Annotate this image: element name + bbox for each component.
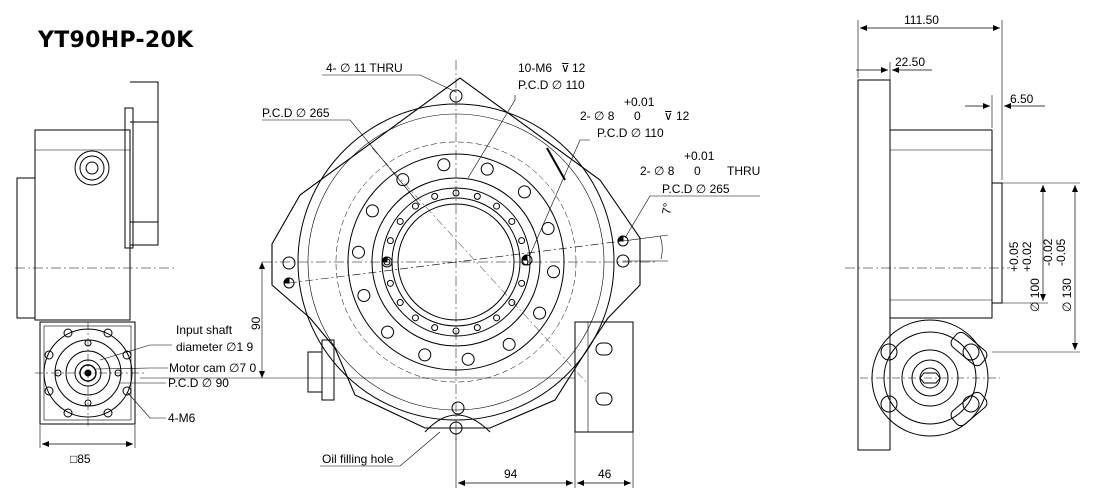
- label-pcd-265-right: P.C.D ∅ 265: [662, 182, 730, 196]
- inner-m6-hole: [473, 192, 481, 200]
- label-angle: 7°: [659, 202, 675, 216]
- label-dia-100: ∅ 100: [1028, 278, 1042, 312]
- label-pcd-110-a: P.C.D ∅ 110: [518, 78, 585, 92]
- label-pcd-90: P.C.D ∅ 90: [168, 376, 229, 390]
- label-pcd-110-b: P.C.D ∅ 110: [597, 126, 664, 140]
- label-tol-zero-a: 0: [634, 109, 641, 123]
- inner-m6-hole: [518, 279, 526, 287]
- motor-labels: Input shaft diameter ∅1 9 Motor cam ∅7 0…: [70, 323, 256, 466]
- depth-symbol-icon: ⊽: [561, 61, 570, 75]
- label-pin-2x8-a: 2- ∅ 8: [580, 109, 615, 123]
- outer-bolt-hole: [437, 158, 451, 172]
- label-dim-22-50: 22.50: [895, 55, 925, 69]
- label-pin-depth-a: 12: [676, 109, 690, 123]
- inner-m6-hole: [473, 324, 481, 332]
- label-thread-depth: 12: [572, 61, 586, 75]
- outer-bolt-hole: [381, 325, 395, 339]
- label-dim-90: 90: [249, 316, 263, 330]
- label-dim-46: 46: [598, 467, 612, 481]
- side-labels: 111.50 22.50 6.50 +0.05 +0.02 ∅ 100 -0.0…: [895, 13, 1074, 312]
- outer-bolt-holes: [351, 158, 561, 366]
- label-dim-94: 94: [504, 467, 518, 481]
- label-tol-plus-b: +0.01: [684, 149, 715, 163]
- front-view-labels: 4- ∅ 11 THRU P.C.D ∅ 265 10-M6 ⊽ 12 P.C.…: [249, 61, 760, 481]
- label-input-shaft-1: Input shaft: [176, 323, 233, 337]
- corner-hole-left: [282, 256, 296, 270]
- label-thru-b: THRU: [727, 164, 760, 178]
- label-holes-thru: 4- ∅ 11 THRU: [326, 61, 403, 75]
- inner-m6-hole: [411, 314, 419, 322]
- outer-bolt-hole: [517, 185, 531, 199]
- label-tol-130-plus: -0.02: [1041, 238, 1055, 266]
- inner-m6-hole: [396, 299, 404, 307]
- depth-symbol-icon-2: ⊽: [664, 109, 673, 123]
- outer-bolt-hole: [541, 222, 555, 236]
- outer-bolt-hole: [502, 337, 516, 351]
- inner-m6-hole: [508, 217, 516, 225]
- label-m6-4: 4-M6: [168, 411, 196, 425]
- motor-flange-view: [35, 321, 172, 448]
- inner-m6-hole: [386, 279, 394, 287]
- inner-m6-hole: [431, 192, 439, 200]
- outer-bolt-hole: [357, 288, 371, 302]
- outer-bolt-hole: [418, 348, 432, 362]
- label-tol-100-minus: +0.02: [1020, 241, 1034, 272]
- inner-m6-hole: [386, 237, 394, 245]
- outer-bolt-hole: [461, 352, 475, 366]
- front-view: [140, 60, 760, 488]
- label-tol-plus-a: +0.01: [624, 95, 655, 109]
- label-dim-111-50: 111.50: [904, 13, 939, 27]
- outer-bolt-hole: [480, 162, 494, 176]
- inner-m6-hole: [518, 237, 526, 245]
- outer-bolt-hole: [365, 204, 379, 218]
- inner-m6-hole: [431, 324, 439, 332]
- label-dia-130: ∅ 130: [1060, 278, 1074, 312]
- oil-plug-icon: [74, 150, 110, 186]
- side-motor-box: [574, 321, 634, 433]
- label-oil-hole: Oil filling hole: [322, 452, 394, 466]
- page-title: YT90HP-20K: [38, 28, 194, 53]
- inner-m6-hole: [396, 217, 404, 225]
- inner-m6-hole: [493, 314, 501, 322]
- label-tol-100-plus: +0.05: [1007, 241, 1021, 272]
- label-tol-zero-b: 0: [694, 164, 701, 178]
- outer-bolt-hole: [396, 173, 410, 187]
- label-dim-6-50: 6.50: [1010, 92, 1034, 106]
- label-pin-2x8-b: 2- ∅ 8: [640, 164, 675, 178]
- label-square-85: □85: [70, 452, 91, 466]
- label-input-shaft-2: diameter ∅1 9: [176, 340, 253, 354]
- left-side-view: [15, 81, 175, 321]
- outer-bolt-hole: [351, 245, 365, 259]
- outer-bolt-hole: [547, 265, 561, 279]
- label-pcd-265-left: P.C.D ∅ 265: [262, 106, 330, 120]
- inner-m6-hole: [493, 202, 501, 210]
- right-side-view: [845, 20, 1080, 451]
- inner-m6-hole: [508, 299, 516, 307]
- outer-bolt-hole: [533, 306, 547, 320]
- label-m6-thread: 10-M6: [518, 61, 552, 75]
- inner-m6-hole: [411, 202, 419, 210]
- label-tol-130-minus: -0.05: [1054, 238, 1068, 266]
- label-motor-cam: Motor cam ∅7 0: [169, 361, 256, 375]
